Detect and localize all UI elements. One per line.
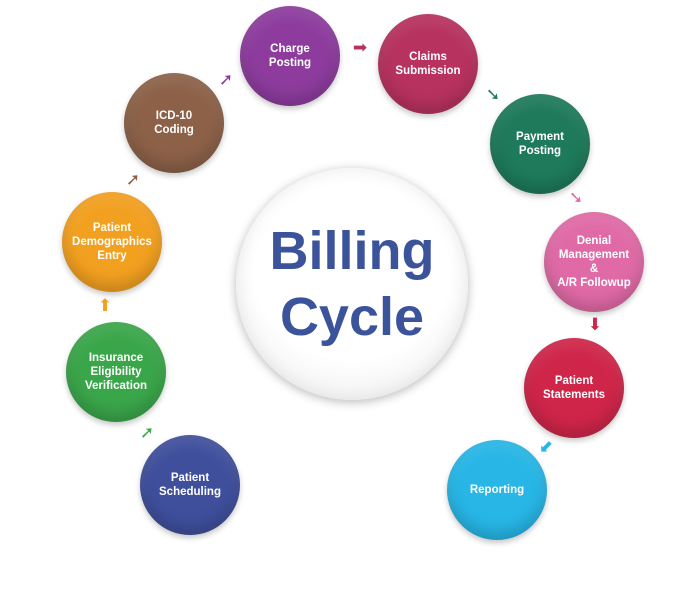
step-label: Payment Posting: [516, 131, 564, 157]
step-label: Patient Demographics Entry: [72, 222, 152, 262]
step-icd-10-coding: ICD-10 Coding: [124, 73, 224, 173]
arrow-down-left-icon: ⬋: [538, 437, 554, 457]
step-label: Denial Management & A/R Followup: [557, 235, 631, 289]
step-label: Charge Posting: [268, 43, 312, 69]
center-circle: Billing Cycle: [236, 168, 468, 400]
arrow-down-right-icon: ➘: [485, 85, 501, 105]
step-label: ICD-10 Coding: [154, 110, 194, 136]
step-charge-posting: Charge Posting: [240, 6, 340, 106]
step-payment-posting: Payment Posting: [490, 94, 590, 194]
step-insurance-eligibility-verification: Insurance Eligibility Verification: [66, 322, 166, 422]
step-label: Reporting: [469, 484, 525, 496]
arrow-up-right-icon: ➚: [139, 423, 155, 443]
arrow-up-right-icon: ➚: [125, 170, 141, 190]
arrow-down-right-icon: ➘: [568, 188, 584, 208]
center-title-line1: Billing: [269, 221, 435, 281]
step-label: Claims Submission: [395, 51, 461, 77]
arrow-right-icon: ➡: [352, 38, 368, 58]
step-patient-statements: Patient Statements: [524, 338, 624, 438]
step-patient-scheduling: Patient Scheduling: [140, 435, 240, 535]
arrow-down-icon: ⬇: [587, 315, 603, 335]
step-patient-demographics-entry: Patient Demographics Entry: [62, 192, 162, 292]
arrow-up-icon: ⬆: [97, 296, 113, 316]
arrow-up-right-icon: ➚: [218, 70, 234, 90]
step-label: Patient Scheduling: [159, 472, 221, 498]
step-label: Insurance Eligibility Verification: [85, 352, 147, 392]
step-label: Patient Statements: [543, 375, 605, 401]
step-claims-submission: Claims Submission: [378, 14, 478, 114]
center-title-line2: Cycle: [279, 287, 425, 347]
step-denial-management-ar-followup: Denial Management & A/R Followup: [544, 212, 644, 312]
step-reporting: Reporting: [447, 440, 547, 540]
